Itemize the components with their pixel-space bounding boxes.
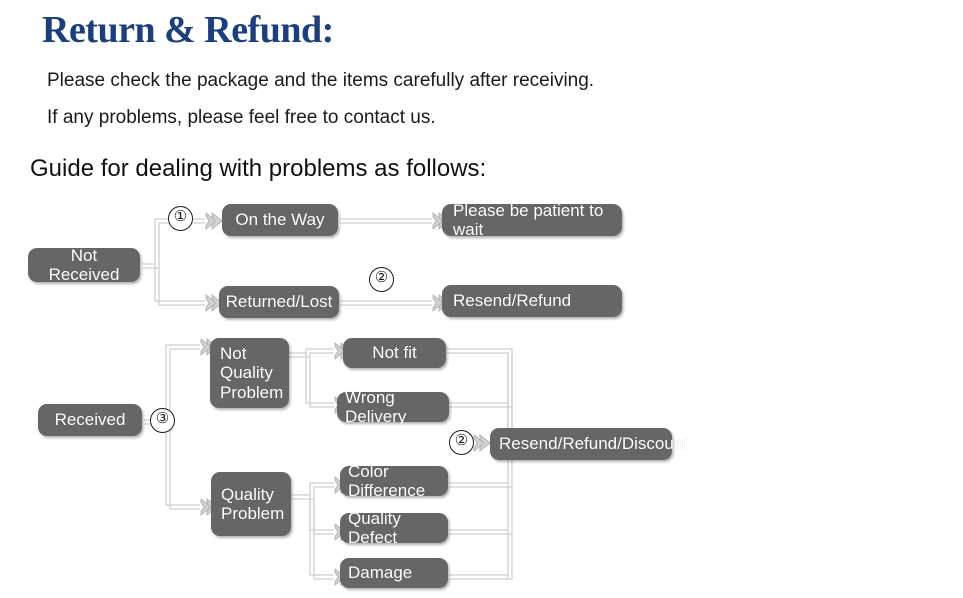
flowchart: Not Received On the Way Returned/Lost Pl…: [0, 195, 963, 598]
intro-line-1: Please check the package and the items c…: [47, 70, 595, 91]
page-title: Return & Refund:: [42, 9, 334, 51]
step-marker-3: ③: [150, 408, 175, 433]
intro-line-2: If any problems, please feel free to con…: [47, 107, 436, 128]
node-resend-refund[interactable]: Resend/Refund: [442, 285, 622, 317]
node-not-received[interactable]: Not Received: [28, 246, 140, 284]
step-marker-1: ①: [168, 206, 193, 231]
step-marker-2-bottom: ②: [449, 430, 474, 455]
flow-connectors: [142, 212, 513, 586]
node-returned-lost[interactable]: Returned/Lost: [219, 286, 339, 318]
node-on-the-way[interactable]: On the Way: [222, 204, 338, 236]
node-received[interactable]: Received: [38, 404, 142, 436]
node-not-quality-problem[interactable]: Not Quality Problem: [210, 338, 289, 408]
step-marker-2-top: ②: [369, 267, 394, 292]
node-quality-defect[interactable]: Quality Defect: [340, 509, 448, 547]
node-quality-problem[interactable]: Quality Problem: [211, 472, 291, 536]
node-wrong-delivery[interactable]: Wrong Delivery: [337, 388, 449, 426]
node-not-fit[interactable]: Not fit: [343, 338, 446, 368]
node-damage[interactable]: Damage: [340, 558, 448, 588]
node-resend-refund-discount[interactable]: Resend/Refund/Discount: [490, 428, 688, 460]
node-color-difference[interactable]: Color Difference: [340, 462, 448, 500]
guide-heading: Guide for dealing with problems as follo…: [30, 155, 487, 182]
node-please-be-patient[interactable]: Please be patient to wait: [442, 201, 622, 239]
